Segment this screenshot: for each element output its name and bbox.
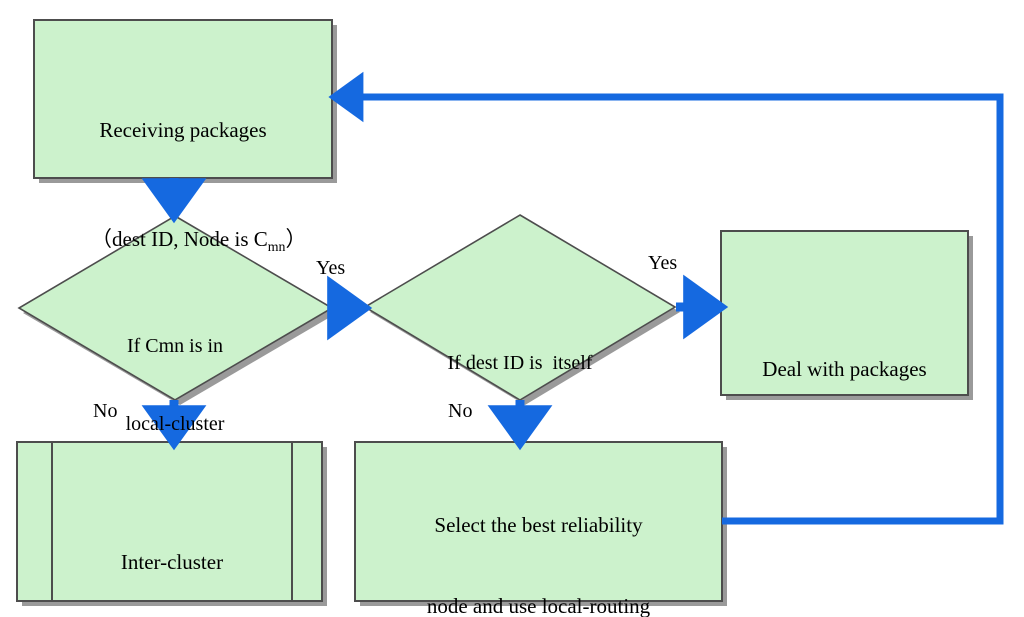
edge-label-yes-local-cluster: Yes xyxy=(316,257,346,279)
edge-label-no-dest-is-self: No xyxy=(448,400,473,422)
start-box[interactable] xyxy=(33,19,333,179)
inter-cluster-routing-box[interactable] xyxy=(16,441,323,602)
edge-label-no-local-cluster: No xyxy=(93,400,118,422)
select-best-node-box[interactable] xyxy=(354,441,723,602)
deal-with-packages-box[interactable] xyxy=(720,230,969,396)
decision-dest-is-self-diamond[interactable] xyxy=(363,214,677,401)
decision-local-cluster-diamond[interactable] xyxy=(17,215,334,401)
edge-label-yes-dest-is-self: Yes xyxy=(648,252,678,274)
arrow-feedback-to-start xyxy=(328,71,1004,525)
